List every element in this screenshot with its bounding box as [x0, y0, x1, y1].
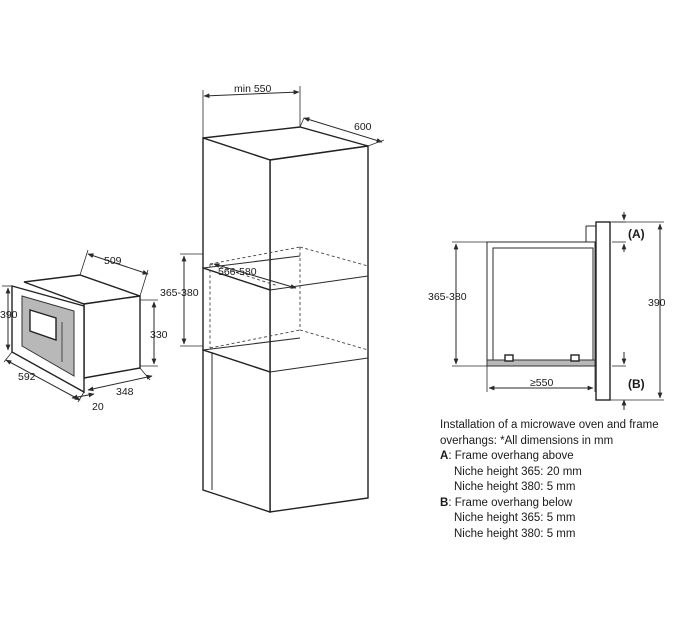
microwave-frame-label: 20 [92, 401, 104, 413]
cabinet-depth-label: 600 [354, 121, 372, 133]
notes-a-key: A [440, 450, 449, 462]
microwave-height-label: 390 [0, 309, 18, 321]
notes-b-365: Niche height 365: 5 mm [454, 512, 576, 524]
notes-intro-line2: overhangs: *All dimensions in mm [440, 434, 614, 447]
notes-a-heading: A: Frame overhang above [440, 449, 676, 465]
microwave-inner-depth-label: 348 [116, 386, 134, 398]
installation-notes: Installation of a microwave oven and fra… [440, 418, 676, 542]
microwave-width-label: 592 [18, 371, 36, 383]
notes-b-key: B [440, 496, 449, 509]
notes-a-text: : Frame overhang above [448, 450, 574, 462]
side-niche-height-label: 365-380 [428, 291, 467, 303]
cabinet-drawing: min 550 600 365-380 566-580 [160, 83, 385, 513]
notes-a-380: Niche height 380: 5 mm [454, 481, 576, 493]
notes-intro-line1: Installation of a microwave oven and fra… [440, 419, 659, 431]
label-b: (B) [628, 377, 645, 391]
notes-b-380: Niche height 380: 5 mm [454, 527, 576, 540]
cabinet-niche-depth-label: 566-580 [218, 266, 257, 278]
microwave-drawing: 509 390 592 348 20 330 [0, 249, 168, 413]
notes-b-text: : Frame overhang below [448, 496, 573, 509]
side-total-height-label: 390 [648, 297, 666, 309]
microwave-depth-label: 509 [104, 255, 122, 267]
notes-b-heading: B: Frame overhang below [440, 496, 676, 512]
cabinet-min-width-label: min 550 [234, 83, 272, 95]
label-a: (A) [628, 227, 645, 241]
side-view-drawing: 365-380 390 ≥550 (A) (B) [428, 212, 666, 410]
side-niche-width-label: ≥550 [530, 377, 553, 389]
microwave-inner-height-label: 330 [150, 329, 168, 341]
cabinet-niche-height-label: 365-380 [160, 287, 199, 299]
notes-a-365: Niche height 365: 20 mm [454, 465, 582, 478]
